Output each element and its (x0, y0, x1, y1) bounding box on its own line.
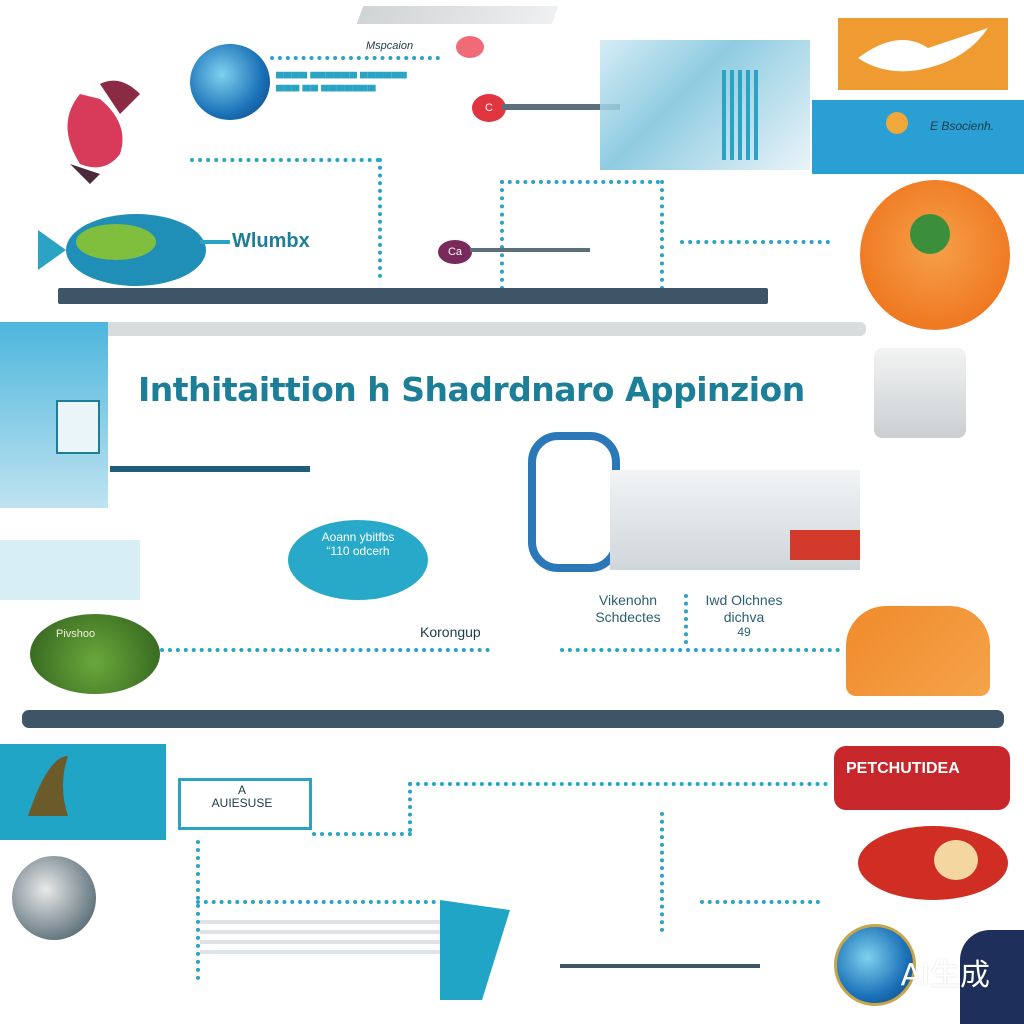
bird-icon (858, 28, 988, 72)
bottom-vline-2 (660, 812, 664, 932)
top-pill-label: Mspcaion (366, 40, 414, 52)
left-window-icon (56, 400, 100, 454)
teal-panel-bottom-left (0, 744, 166, 840)
bottom-line-3 (196, 900, 436, 904)
bottom-grey-lines (200, 920, 440, 960)
bottom-vline-3 (196, 840, 200, 980)
bottom-box-label: A AUIESUSE (211, 783, 273, 810)
pink-flower-icon (456, 36, 484, 58)
cyan-oval-label: Aoann ybitfbs “110 odcerh (321, 530, 395, 558)
left-mid-strip (0, 540, 140, 600)
mid-line-2 (560, 648, 840, 652)
upper-line-3 (680, 240, 830, 244)
red-oval-photo (934, 840, 978, 880)
bottom-line-1 (408, 782, 828, 786)
bottom-right-dark-corner (960, 930, 1024, 1024)
upper-line-1 (190, 158, 380, 162)
red-goods (790, 530, 860, 560)
timeline-bar-main (22, 710, 1004, 728)
center-b-label: Iwd Olchnes dichva (705, 592, 783, 625)
orange-mountain (846, 606, 990, 696)
bottom-teal-shape (440, 900, 510, 1000)
island-icon (910, 214, 950, 254)
upper-vline-2 (500, 180, 504, 290)
mid-node-line (470, 248, 590, 252)
upper-line-2 (500, 180, 660, 184)
bottom-left-tag: Korongup (420, 624, 481, 640)
red-banner-label: PETCHUTIDEA (846, 760, 960, 777)
figure-illustration (67, 80, 140, 184)
upper-vline-3 (660, 180, 664, 290)
fish-label: Wlumbx (232, 230, 310, 252)
plane-line (110, 466, 310, 472)
red-banner (834, 746, 1010, 810)
ai-generated-watermark: AI生成 (900, 958, 990, 993)
bottom-dark-line (560, 964, 760, 968)
bottom-box (178, 778, 312, 830)
page-title: Inthitaittion h Shadrdnaro Appinzion (138, 370, 805, 409)
timeline-bar-1 (58, 288, 768, 304)
collage-top (600, 40, 810, 170)
connector-top (270, 56, 440, 60)
center-a-label: Vikenohn Schdectes (595, 592, 661, 625)
grey-shelf (90, 322, 866, 336)
orange-island-illustration (860, 180, 1010, 330)
shark-fin-icon (28, 756, 68, 816)
building-icon (874, 348, 966, 438)
mid-line-1 (160, 648, 490, 652)
blue-info-panel (812, 100, 1024, 174)
bottom-line-2 (312, 832, 412, 836)
orange-panel-caption: E Bsocienh. (930, 119, 995, 133)
top-node-line (502, 104, 620, 110)
center-building-frame (528, 432, 620, 572)
globe-icon (190, 44, 270, 120)
sun-dot (886, 112, 908, 134)
top-grey-strip (356, 6, 559, 24)
green-oval-label: Pivshoo (56, 628, 96, 640)
top-node: C (472, 94, 506, 122)
upper-vline-1 (378, 158, 382, 278)
center-divider (684, 594, 688, 644)
fish-connector (200, 240, 230, 244)
cyan-oval (288, 520, 428, 600)
fish-icon (38, 214, 206, 286)
red-oval (858, 826, 1008, 900)
bottom-line-4 (700, 900, 820, 904)
center-b-number: 49 (737, 625, 751, 639)
globe-caption: ▄▄▄▄ ▄▄▄▄▄▄ ▄▄▄▄▄▄ ▄▄▄ ▄▄ ▄▄▄▄▄▄▄ (276, 66, 407, 91)
teal-bars (722, 70, 762, 160)
bottom-vline-1 (408, 782, 412, 832)
bottom-globe (12, 856, 96, 940)
bottom-right-globe (834, 924, 916, 1006)
mid-node: Ca (438, 240, 472, 264)
green-oval (30, 614, 160, 694)
